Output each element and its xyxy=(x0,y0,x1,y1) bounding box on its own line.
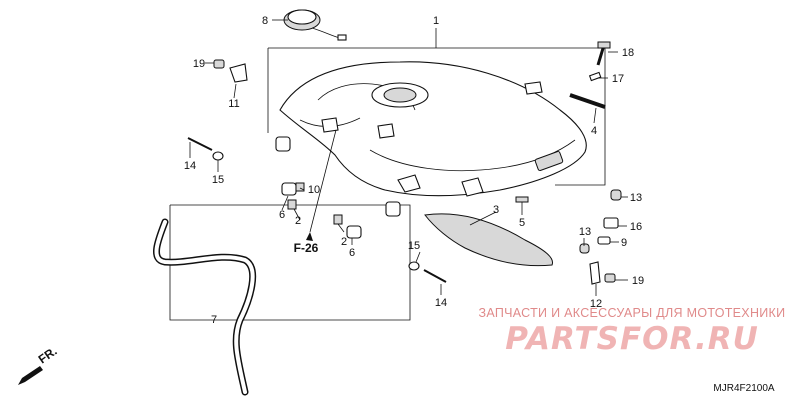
watermark-tagline: ЗАПЧАСТИ И АКСЕССУАРЫ ДЛЯ МОТОТЕХНИКИ xyxy=(479,306,786,320)
callout-16: 16 xyxy=(630,221,642,233)
callout-9: 9 xyxy=(621,237,627,249)
callout-labels: 1 2 2 3 4 5 6 6 7 8 9 10 11 12 13 13 14 … xyxy=(184,15,644,326)
callout-2a: 2 xyxy=(295,215,301,227)
fuel-tank xyxy=(279,61,587,197)
front-label: FR. xyxy=(36,344,60,367)
watermark-logo: PARTSFOR.RU xyxy=(505,321,759,357)
grommet-6-left xyxy=(281,182,297,196)
washer-15-right xyxy=(408,261,420,271)
callout-15a: 15 xyxy=(212,174,224,186)
bolt-18-head xyxy=(597,41,611,49)
callout-13a: 13 xyxy=(630,192,642,204)
callout-14a: 14 xyxy=(184,160,196,172)
callout-18: 18 xyxy=(622,47,634,59)
watermark: ЗАПЧАСТИ И АКСЕССУАРЫ ДЛЯ МОТОТЕХНИКИ PA… xyxy=(479,306,786,357)
callout-5: 5 xyxy=(519,217,525,229)
front-direction: FR. xyxy=(18,344,60,385)
assembly-bracket-top xyxy=(268,47,606,186)
rubber-strip xyxy=(569,93,606,109)
diagram-code: MJR4F2100A xyxy=(713,383,774,394)
callout-19b: 19 xyxy=(632,275,644,287)
bolt-19-right xyxy=(604,273,616,283)
collar-2-right xyxy=(333,214,343,225)
callout-1: 1 xyxy=(433,15,439,27)
callout-17: 17 xyxy=(612,73,624,85)
fuel-cap xyxy=(283,9,347,41)
bolt-14-right xyxy=(423,269,447,283)
clip-9 xyxy=(597,236,611,245)
nut-13-lower xyxy=(579,243,590,254)
grommet-top xyxy=(275,136,291,152)
callout-7: 7 xyxy=(211,314,217,326)
collar-2-left xyxy=(287,199,297,210)
bracket-12 xyxy=(589,261,601,285)
front-arrow-icon xyxy=(18,366,43,385)
bolt-19-left xyxy=(213,59,225,69)
collar-17 xyxy=(588,71,602,82)
bracket-11 xyxy=(229,63,248,83)
callout-19a: 19 xyxy=(193,58,205,70)
grommet-mid xyxy=(385,201,401,217)
callout-2b: 2 xyxy=(341,236,347,248)
callout-6a: 6 xyxy=(279,209,285,221)
callout-3: 3 xyxy=(493,204,499,216)
collar-10 xyxy=(295,182,305,192)
heat-guard xyxy=(424,213,554,267)
callout-13b: 13 xyxy=(579,226,591,238)
grommet-6-right xyxy=(346,225,362,239)
ref-arrow-icon xyxy=(306,232,313,241)
callout-10: 10 xyxy=(308,184,320,196)
callout-12: 12 xyxy=(590,298,602,310)
callout-15b: 15 xyxy=(408,240,420,252)
pin-5 xyxy=(515,196,529,203)
grommet-16 xyxy=(603,217,619,229)
washer-15-left xyxy=(212,151,224,161)
ref-label: F-26 xyxy=(294,241,319,255)
hose-bracket-box xyxy=(169,204,411,321)
callout-6b: 6 xyxy=(349,247,355,259)
leader-lines xyxy=(189,19,628,296)
callout-4: 4 xyxy=(591,125,597,137)
callout-14b: 14 xyxy=(435,297,447,309)
callout-8: 8 xyxy=(262,15,268,27)
bolt-14-left xyxy=(187,137,213,151)
callout-11: 11 xyxy=(228,98,239,110)
nut-13-right xyxy=(610,189,622,201)
